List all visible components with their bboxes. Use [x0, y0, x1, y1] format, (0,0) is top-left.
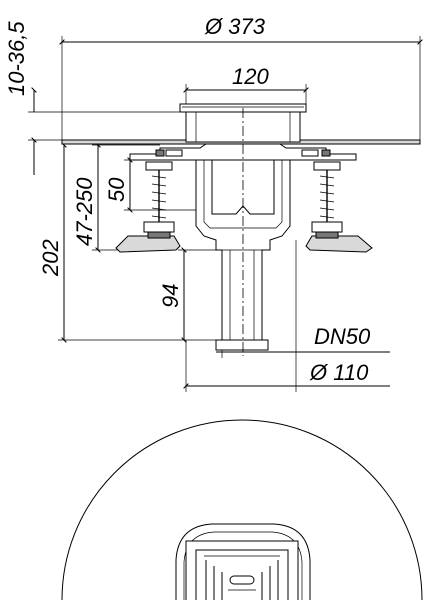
outlet-diameter-label: Ø 110 [309, 360, 369, 385]
left-adjustment-leg [115, 161, 181, 253]
flange-diameter-dimension: Ø 373 [59, 14, 423, 140]
nominal-size-label: DN50 [314, 324, 371, 349]
flange-plate [61, 103, 421, 145]
height-range-label: 47-250 [72, 177, 97, 246]
total-height-label: 202 [38, 239, 63, 277]
nominal-size-dimension: DN50 [216, 324, 390, 358]
grate-width-label: 120 [232, 64, 269, 89]
right-adjustment-leg [305, 161, 373, 253]
adjustment-range-label: 10-36,5 [4, 21, 29, 96]
drain-body [195, 108, 291, 356]
adjustment-range-dimension: 10-36,5 [4, 21, 186, 175]
grate [185, 540, 299, 600]
height-range-dimension: 47-250 [72, 142, 160, 253]
flange-diameter-label: Ø 373 [204, 14, 266, 39]
flange-outline [61, 419, 423, 600]
water-seal-label: 50 [104, 177, 129, 202]
top-view [61, 419, 423, 600]
grate-width-dimension: 120 [183, 64, 309, 108]
outlet-diameter-dimension: Ø 110 [183, 240, 390, 392]
grate-ring [175, 523, 311, 600]
outlet-length-label: 94 [158, 284, 183, 308]
side-view: Ø 373 120 10-36,5 47-250 [4, 14, 423, 392]
outlet-length-dimension: 94 [158, 247, 216, 343]
total-height-dimension: 202 [38, 142, 230, 343]
